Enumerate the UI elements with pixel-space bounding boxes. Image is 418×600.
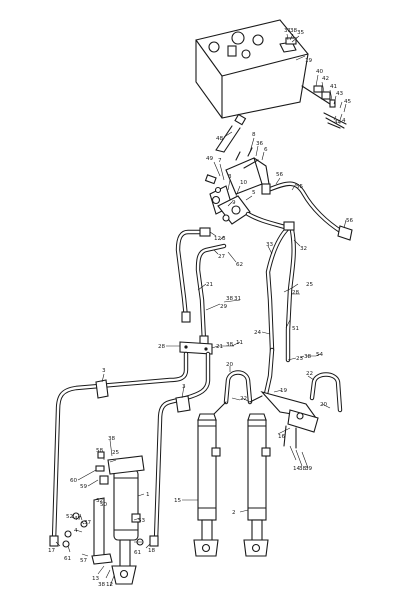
right-manifold — [213, 347, 343, 449]
callout-block-38: 38 — [226, 342, 234, 348]
callout-suction-48: 48 — [216, 136, 224, 142]
pressure-lines — [175, 211, 296, 363]
callout-line-28a: 28 — [292, 290, 300, 296]
callout-filter-45: 45 — [344, 99, 352, 105]
callout-line-32: 32 — [300, 246, 307, 252]
callout-bracket-8: 8 — [252, 132, 256, 138]
hydraulic-cylinder-15 — [193, 413, 221, 557]
callout-left-50: 50 — [100, 502, 108, 508]
callout-right-16: 16 — [278, 434, 286, 440]
callout-left-57: 57 — [80, 558, 88, 564]
callout-filter-43: 43 — [336, 91, 344, 97]
callout-right-22b: 22 — [306, 371, 313, 377]
callout-left-58: 58 — [96, 448, 104, 454]
callout-clip-3a: 3 — [102, 368, 106, 374]
callout-block-21: 21 — [216, 344, 224, 350]
tee-block-left — [179, 341, 213, 355]
callout-right-20: 20 — [226, 362, 234, 368]
suction-pipe — [215, 113, 247, 153]
callout-left-12: 12 — [106, 582, 113, 588]
callout-right-39: 39 — [305, 466, 313, 472]
callout-line-27: 27 — [218, 254, 226, 260]
callout-right-20b: 20 — [320, 402, 328, 408]
callout-left-18: 18 — [148, 548, 156, 554]
callout-valve-3: 3 — [228, 174, 232, 180]
callout-tank-top-38: 38 — [290, 28, 298, 34]
callout-filter-41: 41 — [330, 84, 338, 90]
callout-line-51: 51 — [292, 326, 300, 332]
callout-left-37: 37 — [84, 520, 92, 526]
callout-labels: 31 38 35 19 40 42 41 43 45 44 4 48 8 36 … — [48, 28, 354, 588]
callout-filter-42: 42 — [322, 76, 329, 82]
callout-left-61: 61 — [64, 556, 72, 562]
callout-tank-top-31: 31 — [284, 28, 292, 34]
callout-line-25: 25 — [306, 282, 314, 288]
hydraulic-cylinder-2 — [243, 413, 271, 557]
callout-filter-4: 4 — [342, 118, 346, 124]
callout-left-53: 53 — [138, 518, 146, 524]
callout-clip-3b: 3 — [182, 384, 186, 390]
callout-bracket-6: 6 — [264, 147, 268, 153]
callout-left-38b: 38 — [98, 582, 106, 588]
callout-line-31a: 31 — [234, 296, 242, 302]
callout-left-4: 4 — [74, 528, 78, 534]
callout-line-38a: 38 — [226, 296, 234, 302]
callout-return-55: 55 — [296, 184, 304, 190]
hydraulic-cylinder-1 — [99, 455, 145, 585]
callout-return-56b: 56 — [346, 218, 354, 224]
callout-line-8b: 8 — [222, 236, 226, 242]
callout-valve-5: 5 — [252, 190, 256, 196]
callout-left-47: 47 — [74, 516, 82, 522]
callout-filter-44: 44 — [334, 120, 342, 126]
callout-block-23: 23 — [296, 356, 304, 362]
callout-block-54: 54 — [316, 352, 324, 358]
callout-left-59: 59 — [80, 484, 88, 490]
callout-filter-40: 40 — [316, 69, 324, 75]
callout-left-52: 52 — [66, 514, 73, 520]
callout-line-62: 62 — [236, 262, 243, 268]
callout-left-32: 32 — [96, 498, 103, 504]
callout-bracket-36: 36 — [256, 141, 264, 147]
callout-right-19: 19 — [280, 388, 288, 394]
callout-valve-7: 7 — [218, 158, 222, 164]
callout-right-14: 14 — [293, 466, 301, 472]
callout-block-28: 28 — [158, 344, 166, 350]
callout-valve-49: 49 — [206, 156, 214, 162]
callout-right-38: 38 — [299, 466, 307, 472]
callout-left-61b: 61 — [134, 550, 142, 556]
callout-block-38b: 38 — [304, 354, 312, 360]
callout-tank-19: 19 — [305, 58, 313, 64]
callout-left-17: 17 — [48, 548, 56, 554]
callout-left-13: 13 — [92, 576, 100, 582]
callout-line-29: 29 — [220, 304, 228, 310]
callout-return-56: 56 — [276, 172, 284, 178]
callout-line-21: 21 — [206, 282, 214, 288]
callout-left-25: 25 — [112, 450, 120, 456]
callout-line-33: 33 — [266, 242, 274, 248]
cylinder-feed-lines — [51, 351, 211, 543]
callout-line-24: 24 — [254, 330, 262, 336]
callout-valve-9: 9 — [232, 200, 236, 206]
left-fittings — [49, 451, 159, 565]
callout-cyl-1: 1 — [146, 492, 150, 498]
callout-left-38: 38 — [108, 436, 116, 442]
return-hose — [261, 181, 353, 241]
callout-valve-10: 10 — [240, 180, 248, 186]
callout-cyl-15: 15 — [174, 498, 182, 504]
callout-block-11: 11 — [236, 340, 244, 346]
callout-cyl-2: 2 — [232, 510, 236, 516]
hydraulic-tank — [195, 19, 309, 119]
callout-left-60: 60 — [70, 478, 78, 484]
callout-line-12: 12 — [214, 236, 221, 242]
valve-block-assembly — [204, 147, 271, 225]
leader-lines — [55, 33, 347, 587]
callout-right-22: 22 — [240, 396, 247, 402]
callout-tank-top-35: 35 — [297, 30, 305, 36]
